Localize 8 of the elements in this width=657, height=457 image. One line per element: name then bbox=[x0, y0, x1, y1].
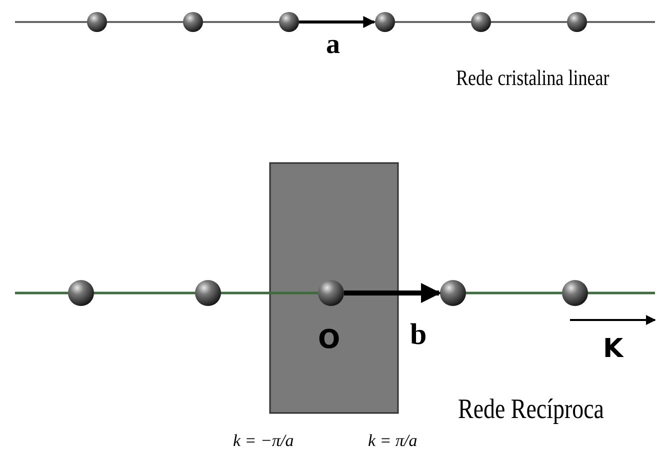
boundary-label: k = −π/a bbox=[233, 432, 294, 449]
lattice-caption: Rede Recíproca bbox=[458, 396, 604, 424]
origin-label: O bbox=[318, 327, 340, 353]
axis-label: K bbox=[603, 336, 624, 362]
vector-label: b bbox=[410, 320, 427, 350]
boundary-label: k = π/a bbox=[368, 432, 418, 449]
vector-label: a bbox=[326, 31, 340, 59]
lattice-caption: Rede cristalina linear bbox=[456, 67, 610, 89]
